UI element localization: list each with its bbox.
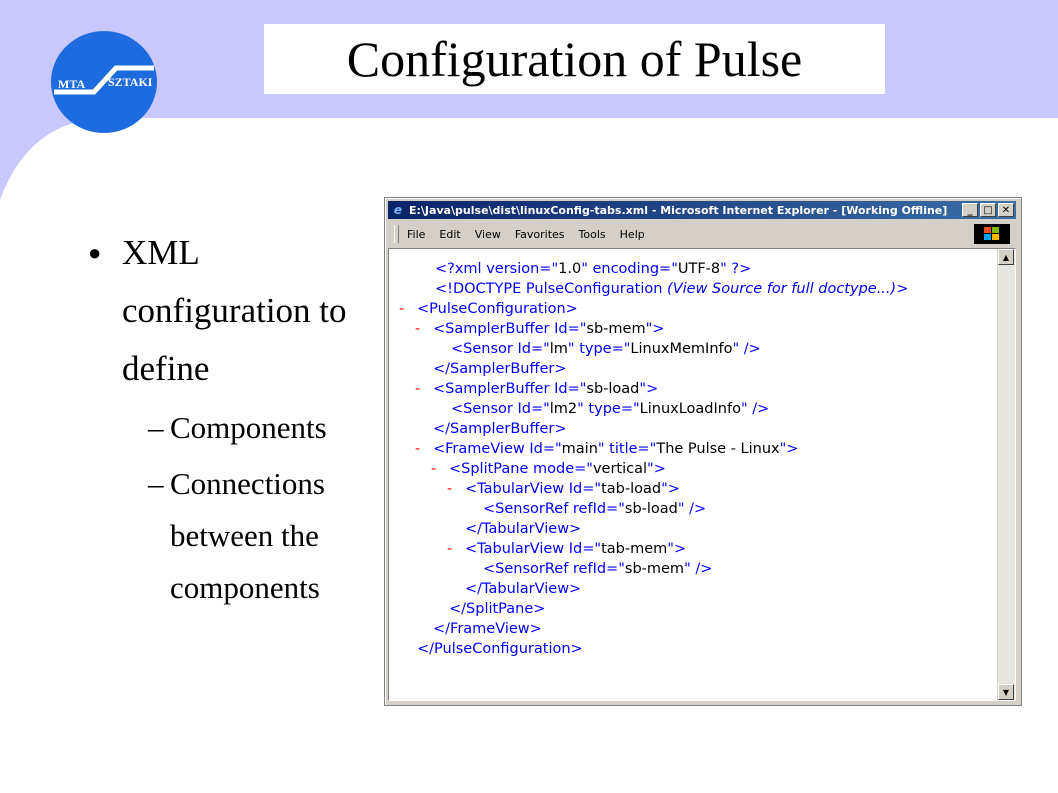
xml-code: </SplitPane> [449, 601, 546, 617]
collapse-toggle[interactable]: - [399, 301, 405, 317]
logo-text-left: MTA [58, 77, 85, 91]
xml-code: <SplitPane mode="vertical"> [449, 461, 666, 477]
bullet-text: XML configuration to define [122, 233, 347, 388]
bullet-dot: ● [88, 240, 102, 265]
collapse-toggle[interactable]: - [415, 321, 421, 337]
xml-code: <FrameView Id="main" title="The Pulse - … [433, 441, 799, 457]
collapse-toggle[interactable]: - [447, 481, 453, 497]
xml-code: <SensorRef refId="sb-load" /> [483, 501, 707, 517]
mta-sztaki-logo: MTA SZTAKI [51, 31, 157, 133]
collapse-toggle[interactable]: - [447, 541, 453, 557]
scroll-up-button[interactable]: ▲ [998, 249, 1014, 265]
xml-code: </SamplerBuffer> [433, 361, 567, 377]
window-title: E:\Java\pulse\dist\linuxConfig-tabs.xml … [409, 203, 948, 217]
minimize-button[interactable]: _ [962, 203, 978, 217]
xml-code: <SamplerBuffer Id="sb-load"> [433, 381, 659, 397]
xml-code: <SensorRef refId="sb-mem" /> [483, 561, 713, 577]
xml-code: <TabularView Id="tab-mem"> [465, 541, 687, 557]
sub-bullet-text: Components [170, 410, 327, 445]
title-box: Configuration of Pulse [264, 24, 885, 94]
windows-logo-icon [974, 224, 1010, 244]
menu-view[interactable]: View [474, 227, 501, 241]
close-button[interactable]: ✕ [998, 203, 1014, 217]
sub-bullet-text: Connections between the components [170, 466, 325, 605]
xml-code: </TabularView> [465, 581, 582, 597]
sub-bullet-dash: – [148, 466, 164, 501]
xml-code: </SamplerBuffer> [433, 421, 567, 437]
xml-code: <Sensor Id="lm2" type="LinuxLoadInfo" /> [451, 401, 770, 417]
menu-bar: File Edit View Favorites Tools Help [388, 222, 1016, 246]
xml-code: </PulseConfiguration> [417, 641, 583, 657]
toolbar-grip[interactable] [394, 225, 399, 243]
browser-window: e E:\Java\pulse\dist\linuxConfig-tabs.xm… [384, 197, 1022, 706]
menu-help[interactable]: Help [619, 227, 645, 241]
bullet-item: ● XML configuration to define [88, 224, 378, 398]
sub-bullet-item: – Connections between the components [88, 458, 378, 614]
xml-view[interactable]: <?xml version="1.0" encoding="UTF-8" ?> <… [388, 248, 1016, 701]
collapse-toggle[interactable]: - [415, 381, 421, 397]
logo-text-right: SZTAKI [108, 75, 153, 89]
xml-code: <PulseConfiguration> [417, 301, 578, 317]
xml-code: </TabularView> [465, 521, 582, 537]
xml-code: <Sensor Id="lm" type="LinuxMemInfo" /> [451, 341, 761, 357]
collapse-toggle[interactable]: - [431, 461, 437, 477]
slide-title: Configuration of Pulse [346, 31, 803, 87]
scroll-down-button[interactable]: ▼ [998, 684, 1014, 700]
xml-code: <SamplerBuffer Id="sb-mem"> [433, 321, 665, 337]
vertical-scrollbar[interactable]: ▲ ▼ [997, 249, 1015, 700]
maximize-button[interactable]: □ [980, 203, 996, 217]
xml-code: </FrameView> [433, 621, 542, 637]
xml-code: <TabularView Id="tab-load"> [465, 481, 680, 497]
xml-code: <?xml version="1.0" encoding="UTF-8" ?> [435, 261, 752, 277]
menu-tools[interactable]: Tools [578, 227, 606, 241]
collapse-toggle[interactable]: - [415, 441, 421, 457]
window-titlebar[interactable]: e E:\Java\pulse\dist\linuxConfig-tabs.xm… [388, 201, 1016, 219]
menu-edit[interactable]: Edit [439, 227, 461, 241]
menu-favorites[interactable]: Favorites [514, 227, 565, 241]
xml-code: <!DOCTYPE PulseConfiguration (View Sourc… [435, 281, 909, 297]
bullet-list: ● XML configuration to define – Componen… [88, 224, 378, 614]
sub-bullet-item: – Components [88, 402, 378, 454]
ie-icon: e [393, 203, 403, 217]
sub-bullet-dash: – [148, 410, 164, 445]
menu-file[interactable]: File [407, 227, 426, 241]
